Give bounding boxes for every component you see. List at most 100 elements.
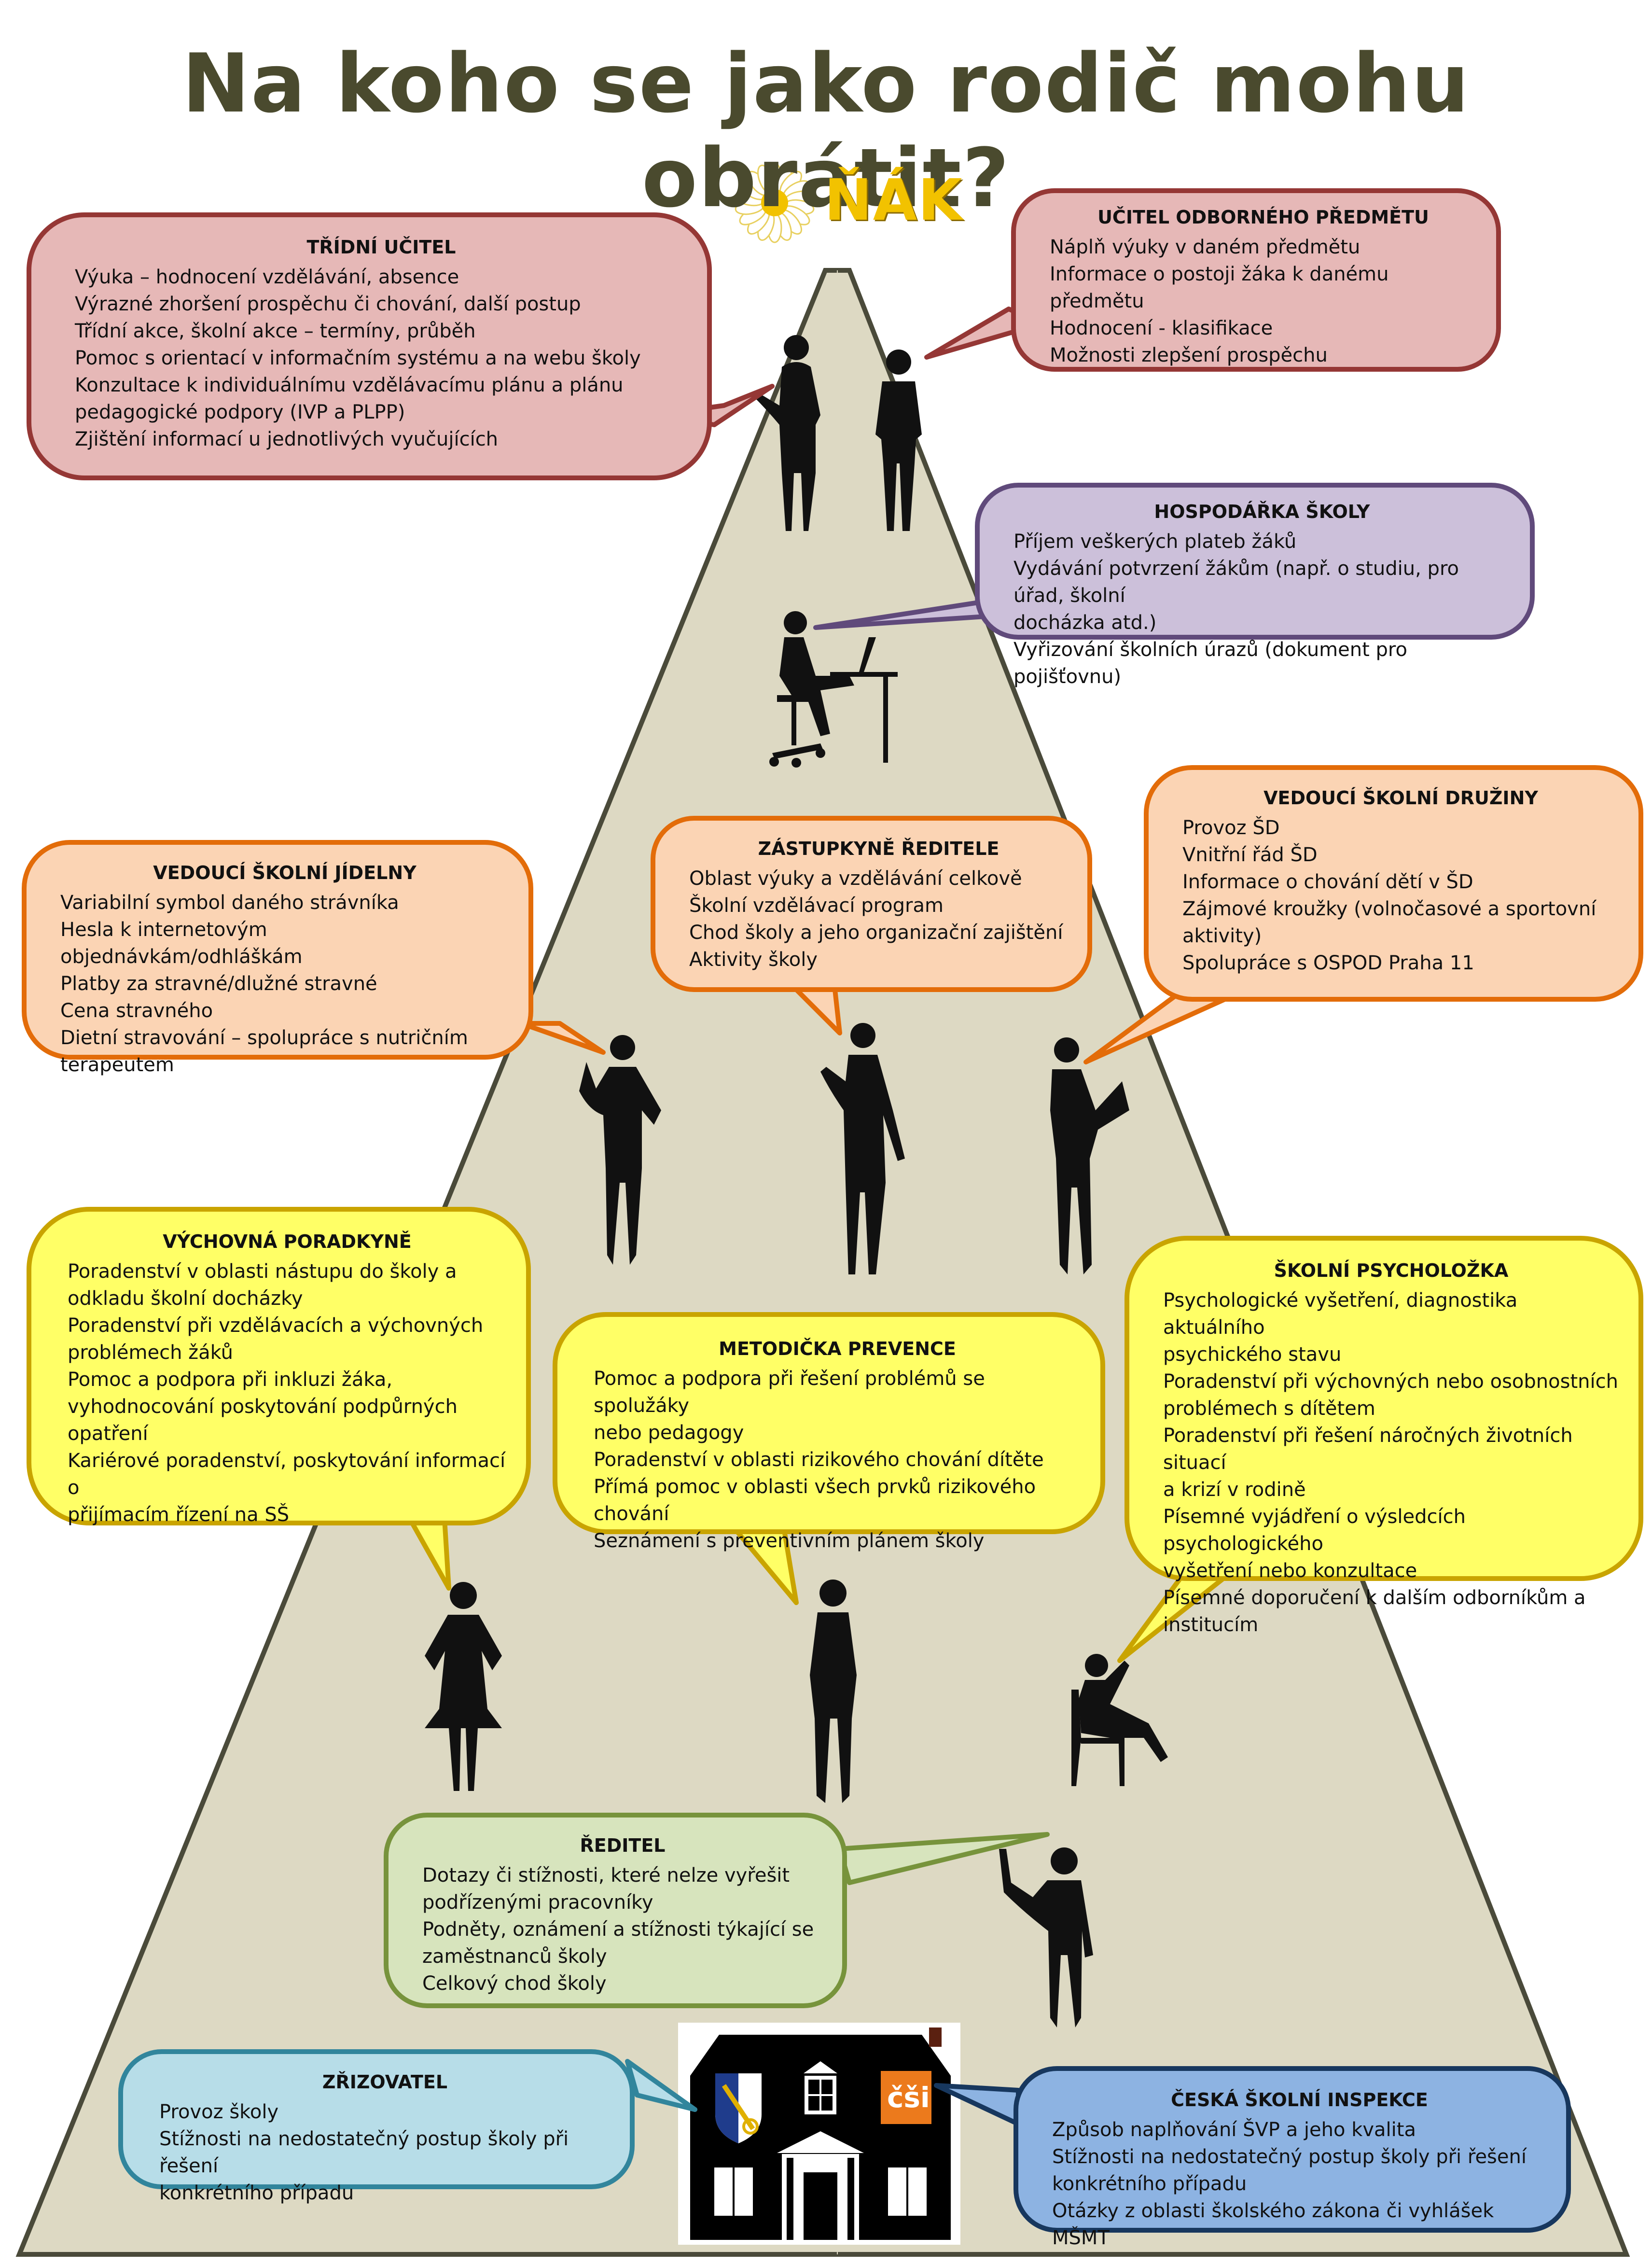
key-coat-of-arms-icon — [715, 2073, 762, 2143]
bubble-item: Zjištění informací u jednotlivých vyučuj… — [75, 428, 499, 450]
deputy-head-silhouette — [820, 1023, 905, 1274]
bubble-item: nebo pedagogy — [594, 1422, 744, 1444]
bubble-item: Aktivity školy — [689, 949, 818, 971]
bubble-item: docházka atd.) — [1013, 612, 1157, 634]
bubble-tail-canteen — [519, 1021, 606, 1055]
road-pyramid — [15, 268, 1630, 2257]
bubble-heading: ZŘIZOVATEL — [322, 2071, 448, 2093]
bubble-item: Pomoc s orientací v informačním systému … — [75, 347, 641, 369]
bubble-counselor: VÝCHOVNÁ PORADKYNĚ Poradenství v oblasti … — [27, 1207, 531, 1528]
bubble-item: Variabilní symbol daného strávníka — [60, 892, 399, 914]
bubble-item: konkrétního případu — [159, 2182, 354, 2204]
bubble-item: Pomoc a podpora při řešení problémů se s… — [594, 1368, 985, 1417]
bubble-item-list: Psychologické vyšetření, diagnostika akt… — [1163, 1287, 1619, 1638]
bubble-tail-deputy — [794, 987, 842, 1035]
bubble-item: Stížnosti na nedostatečný postup školy p… — [1052, 2146, 1527, 2168]
bubble-item: podřízenými pracovníky — [422, 1891, 653, 1914]
bubble-item: Pomoc a podpora při inkluzi žáka, — [68, 1369, 393, 1391]
bubble-item: Poradenství při vzdělávacích a výchovnýc… — [68, 1314, 484, 1337]
bubble-subject-teacher: UČITEL ODBORNÉHO PŘEDMĚTU Náplň výuky v d… — [1011, 188, 1501, 372]
afterschool-head-silhouette — [1050, 1037, 1129, 1274]
bubble-item: Písemné vyjádření o výsledcích psycholog… — [1163, 1506, 1466, 1555]
bubble-tail-csi — [934, 2083, 1021, 2126]
bubble-item-list: Provoz ŠD Vnitřní řád ŠD Informace o chová… — [1182, 814, 1619, 977]
bubble-item: Písemné doporučení k dalším odborníkům a — [1163, 1587, 1586, 1609]
bubble-accountant: HOSPODÁŘKA ŠKOLY Příjem veškerých plateb … — [975, 483, 1535, 688]
bubble-heading: HOSPODÁŘKA ŠKOLY — [1154, 501, 1370, 522]
headmaster-silhouette — [999, 1847, 1093, 2027]
bubble-item: Dotazy či stížnosti, které nelze vyřešit — [422, 1864, 790, 1887]
bubble-item: vyšetření nebo konzultace — [1163, 1560, 1417, 1582]
bubble-item: opatření — [68, 1423, 148, 1445]
bubble-heading: VEDOUCÍ ŠKOLNÍ DRUŽINY — [1263, 787, 1538, 809]
bubble-item: Vnitřní řád ŠD — [1182, 844, 1318, 866]
bubble-heading: UČITEL ODBORNÉHO PŘEDMĚTU — [1097, 207, 1429, 228]
bubble-heading: ŠKOLNÍ PSYCHOLOŽKA — [1274, 1260, 1509, 1281]
bubble-item: Konzultace k individuálnímu vzdělávacímu… — [75, 374, 624, 396]
page-title: Na koho se jako rodič mohu obrátit? — [182, 36, 1470, 225]
bubble-item: Provoz školy — [159, 2101, 279, 2123]
bubble-item-list: Dotazy či stížnosti, které nelze vyřešit… — [422, 1862, 823, 1997]
bubble-item: Stížnosti na nedostatečný postup školy p… — [159, 2128, 569, 2177]
bubble-item: Seznámení s preventivním plánem školy — [594, 1530, 985, 1552]
bubble-item: Provoz ŠD — [1182, 817, 1280, 839]
bubble-item: Způsob naplňování ŠVP a jeho kvalita — [1052, 2119, 1416, 2141]
counselor-silhouette — [425, 1582, 502, 1791]
accountant-silhouette — [769, 611, 898, 768]
bubble-tail-founder — [625, 2059, 697, 2112]
prevention-methodologist-silhouette — [810, 1580, 857, 1803]
bubble-item: Výuka – hodnocení vzdělávání, absence — [75, 266, 459, 288]
bubble-item: chování — [594, 1503, 669, 1525]
csi-logo-icon — [881, 2071, 931, 2124]
bubble-canteen: VEDOUCÍ ŠKOLNÍ JÍDELNY Variabilní symbol … — [22, 840, 533, 1076]
bubble-item: Příjem veškerých plateb žáků — [1013, 531, 1297, 553]
bubble-item-list: Pomoc a podpora při řešení problémů se s… — [594, 1365, 1081, 1554]
bubble-item-list: Poradenství v oblasti nástupu do školy a… — [68, 1258, 507, 1528]
bubble-item: Poradenství v oblasti rizikového chování… — [594, 1449, 1044, 1471]
bubble-item: zaměstnanců školy — [422, 1945, 607, 1968]
bubble-item: Přímá pomoc v oblasti všech prvků riziko… — [594, 1476, 1036, 1498]
bubble-item: psychického stavu — [1163, 1343, 1342, 1366]
bubble-heading: VÝCHOVNÁ PORADKYNĚ — [163, 1231, 412, 1252]
class-teacher-silhouette — [753, 335, 820, 531]
bubble-item: Podněty, oznámení a stížnosti týkající s… — [422, 1918, 814, 1941]
bubble-item: Dietní stravování – spolupráce s nutričn… — [60, 1027, 468, 1049]
bubble-item: konkrétního případu — [1052, 2173, 1247, 2195]
bubble-afterschool: VEDOUCÍ ŠKOLNÍ DRUŽINY Provoz ŠD Vnitřní ř… — [1144, 765, 1643, 1002]
bubble-csi: ČESKÁ ŠKOLNÍ INSPEKCE Způsob naplňování Š… — [1013, 2066, 1571, 2249]
bubble-item: Oblast výuky a vzdělávání celkově — [689, 867, 1022, 890]
bubble-heading: VEDOUCÍ ŠKOLNÍ JÍDELNY — [153, 862, 416, 883]
bubble-item: Informace o chování dětí v ŠD — [1182, 871, 1473, 893]
bubble-heading: METODIČKA PREVENCE — [719, 1338, 956, 1359]
canteen-head-silhouette — [579, 1035, 661, 1265]
bubble-item: Kariérové poradenství, poskytování infor… — [68, 1450, 506, 1499]
csi-logo-text: čši — [887, 2081, 930, 2114]
bubble-heading: TŘÍDNÍ UČITEL — [306, 237, 456, 258]
bubble-tail-headmaster — [837, 1832, 1050, 1885]
bubble-item: Možnosti zlepšení prospěchu — [1050, 344, 1328, 366]
bubble-item: Školní vzdělávací program — [689, 895, 944, 917]
bubble-item: Poradenství při výchovných nebo osobnost… — [1163, 1370, 1618, 1393]
bubble-item: Náplň výuky v daném předmětu — [1050, 236, 1360, 258]
bubble-prevention: METODIČKA PREVENCE Pomoc a podpora při ře… — [553, 1312, 1105, 1552]
bubble-item: terapeutem — [60, 1054, 174, 1076]
bubble-psychologist: ŠKOLNÍ PSYCHOLOŽKA Psychologické vyšetřen… — [1124, 1236, 1643, 1636]
bubble-item: Chod školy a jeho organizační zajištění — [689, 922, 1063, 944]
bubble-item: Platby za stravné/dlužné stravné — [60, 973, 377, 995]
bubble-item: přijímacím řízení na SŠ — [68, 1504, 290, 1526]
bubble-item: Informace o postoji žáka k danému předmě… — [1050, 263, 1389, 312]
bubble-item: Hodnocení - klasifikace — [1050, 317, 1273, 339]
bubble-item: Spolupráce s OSPOD Praha 11 — [1182, 952, 1474, 974]
bubble-heading: ZÁSTUPKYNĚ ŘEDITELE — [758, 838, 1000, 859]
subject-teacher-silhouette — [875, 350, 922, 531]
bubble-item: Třídní akce, školní akce – termíny, průb… — [75, 320, 476, 342]
bubble-heading: ČESKÁ ŠKOLNÍ INSPEKCE — [1171, 2089, 1428, 2111]
bubble-class-teacher: TŘÍDNÍ UČITEL Výuka – hodnocení vzděláván… — [27, 212, 712, 480]
